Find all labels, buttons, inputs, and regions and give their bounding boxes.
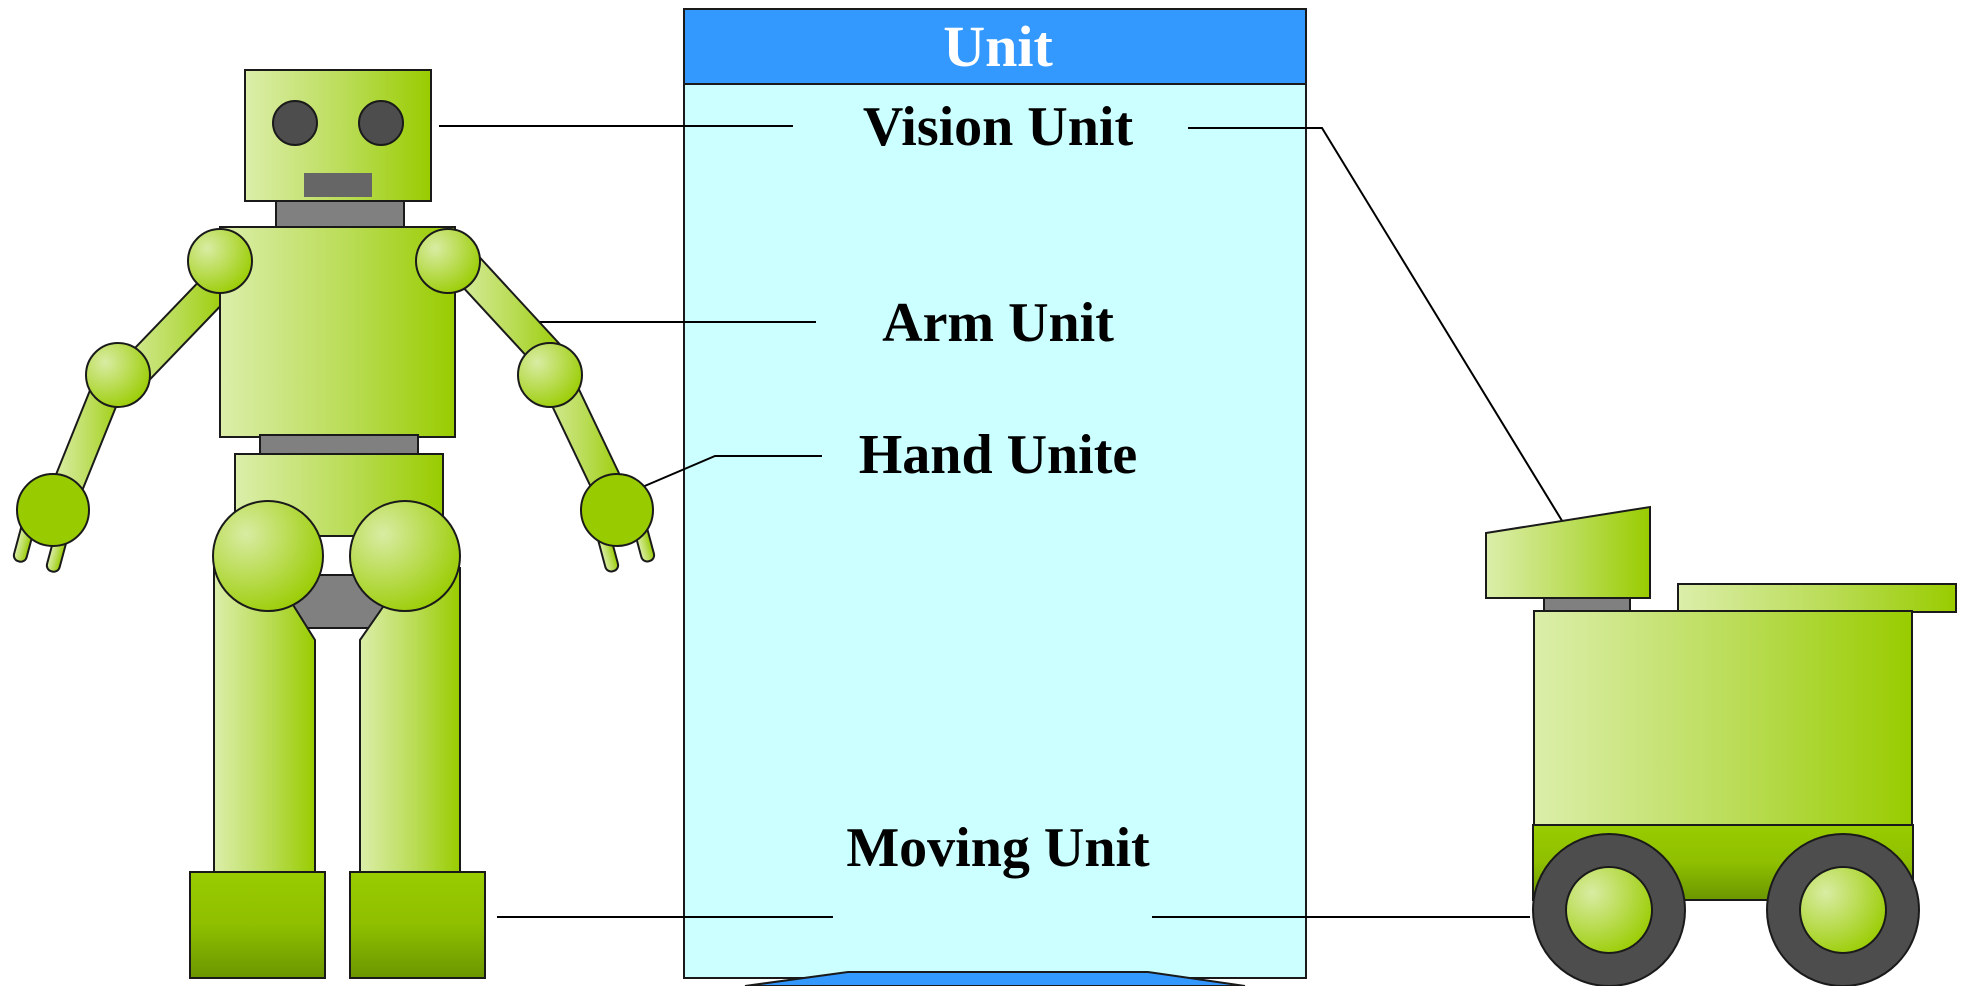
- robot-eye-right-icon: [358, 100, 404, 146]
- unit-panel: [683, 8, 1307, 986]
- unit-panel-footer: [744, 971, 1246, 986]
- label-hand-unit: Hand Unite: [858, 424, 1138, 486]
- mobile-robot-body: [1533, 610, 1913, 828]
- robot-mouth: [304, 173, 372, 197]
- mobile-robot-left-wheel: [1532, 833, 1686, 986]
- mobile-robot-top-plate: [1677, 583, 1957, 613]
- unit-panel-title: Unit: [943, 14, 1053, 79]
- robot-left-hand: [16, 473, 90, 547]
- mobile-robot-right-wheel: [1766, 833, 1920, 986]
- robot-left-elbow-joint: [85, 342, 151, 408]
- robot-eye-left-icon: [272, 100, 318, 146]
- connector-hand: [639, 455, 822, 489]
- robot-left-thigh-joint: [212, 500, 324, 612]
- unit-panel-header: [683, 8, 1307, 85]
- robot-right-foot: [349, 871, 486, 979]
- robot-right-shoulder-joint: [415, 228, 481, 294]
- connector-lines: [439, 125, 1565, 918]
- label-vision-unit: Vision Unit: [862, 96, 1134, 158]
- label-moving-unit: Moving Unit: [846, 817, 1150, 879]
- robot-right-hand: [580, 473, 654, 547]
- unit-panel-body: [683, 71, 1307, 979]
- robot-right-elbow-joint: [517, 342, 583, 408]
- robot-left-foot: [189, 871, 326, 979]
- label-arm-unit: Arm Unit: [882, 292, 1114, 354]
- robot-right-thigh-joint: [349, 500, 461, 612]
- robot-neck: [275, 198, 405, 230]
- mobile-robot-camera: [1485, 505, 1651, 599]
- connector-vision-right: [1188, 127, 1565, 525]
- robot-left-shoulder-joint: [187, 228, 253, 294]
- mobile-robot: [1485, 505, 1957, 986]
- humanoid-robot: [12, 69, 656, 979]
